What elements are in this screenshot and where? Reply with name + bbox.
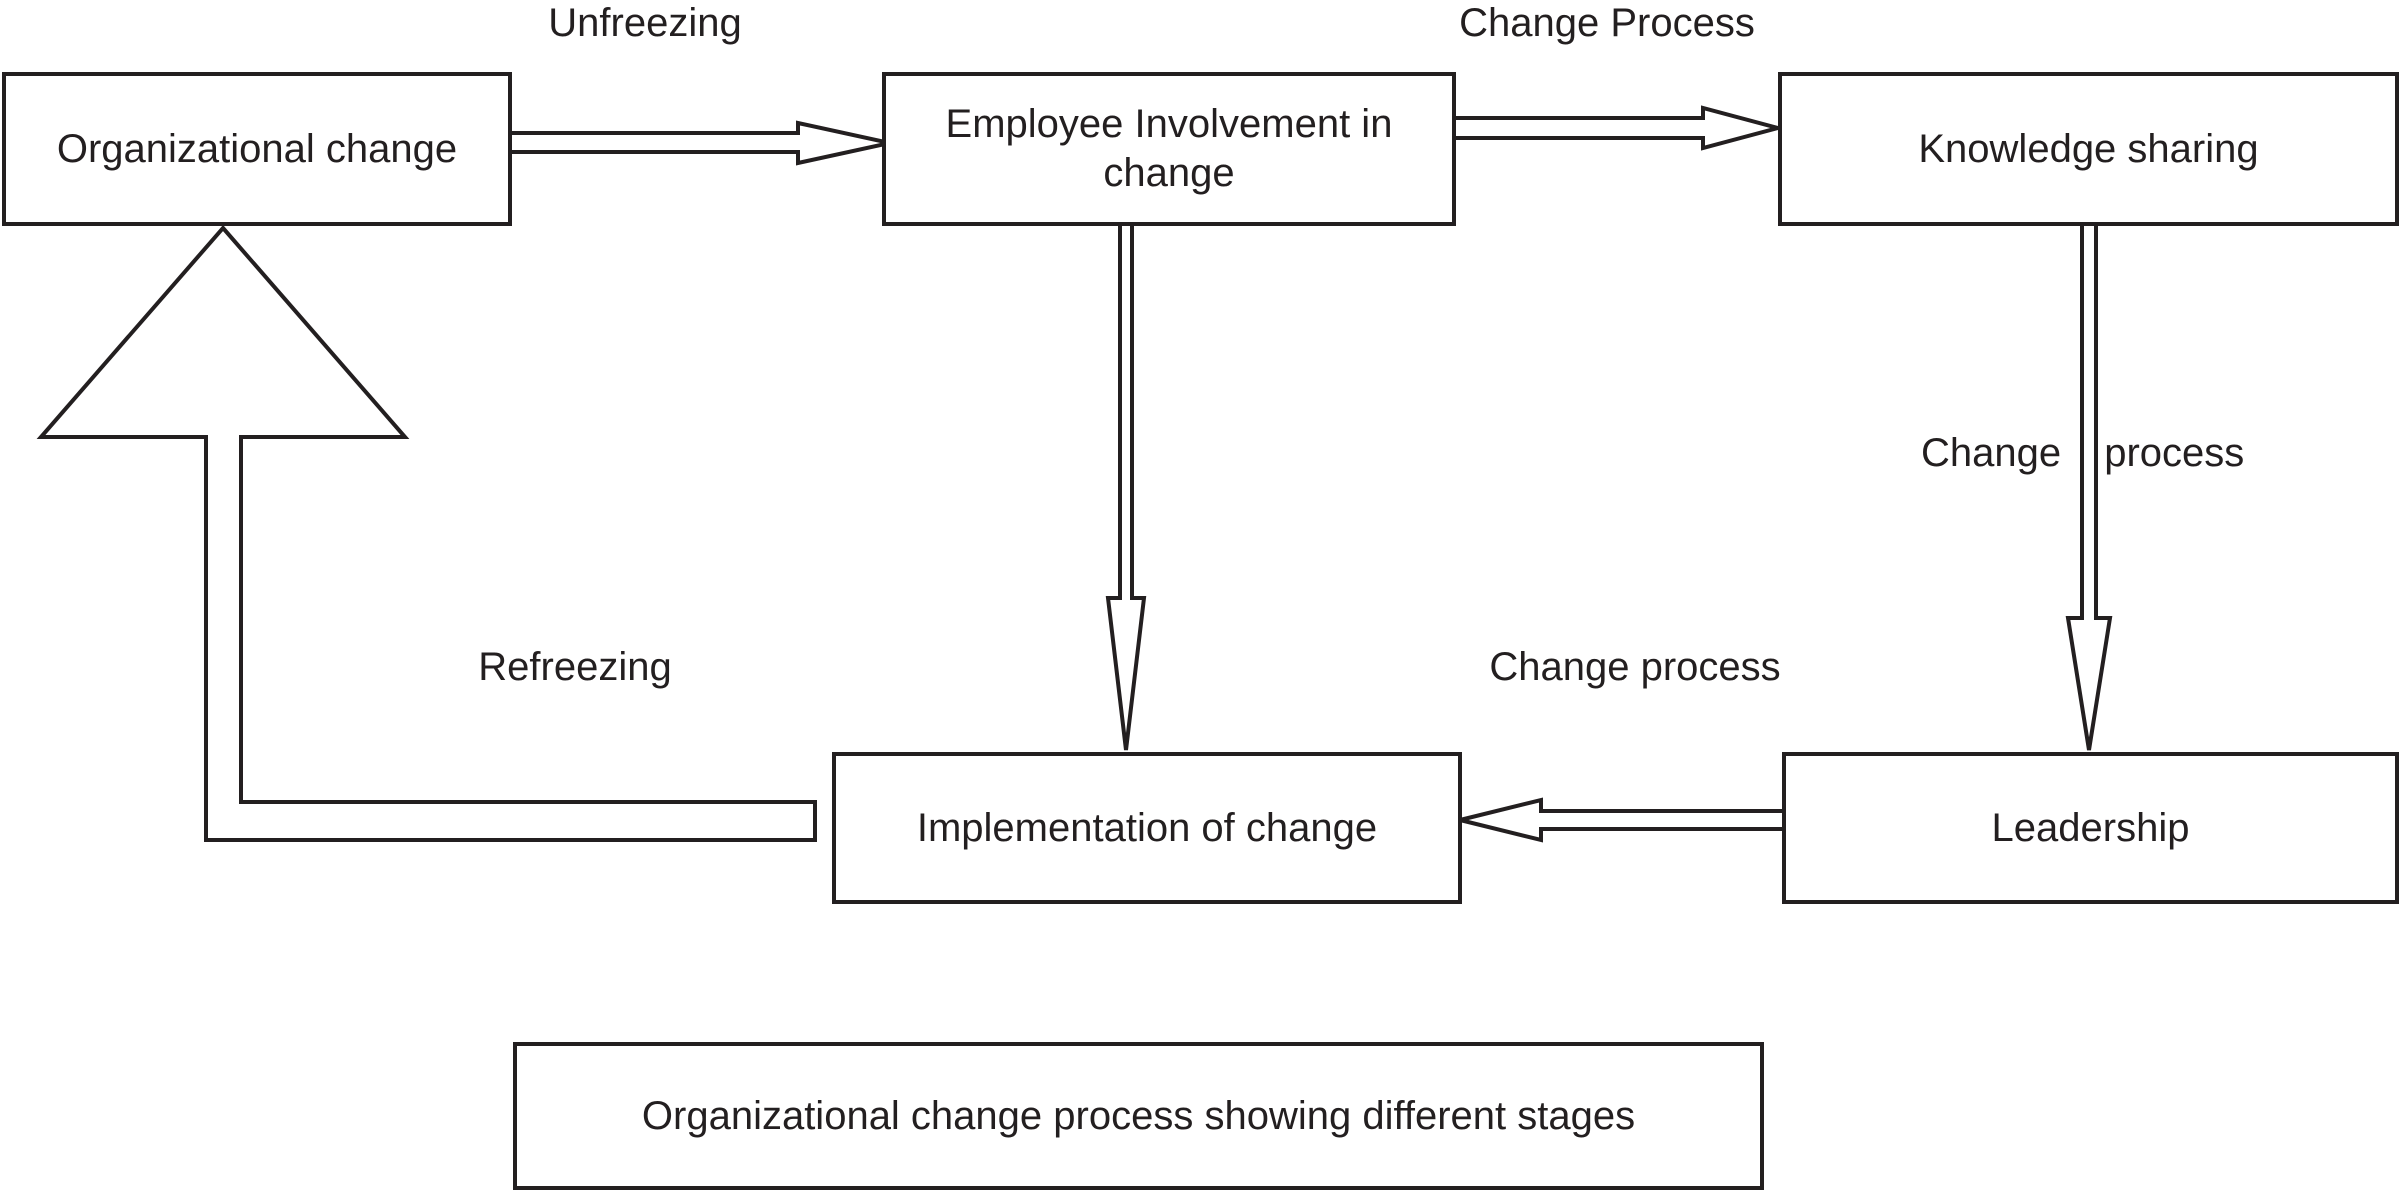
arrow-refreezing-loop [36,224,817,842]
node-label: Leadership [1991,805,2190,850]
node-leadership: Leadership [1782,752,2399,904]
edge-label-change-process-mid: Change process [1489,645,1781,689]
arrow-knowledge-to-leadership [2065,226,2113,751]
arrow-unfreezing [512,120,891,166]
edge-label-change-process-right: Change process [1921,431,2245,475]
node-organizational-change: Organizational change [2,72,512,226]
caption-box: Organizational change process showing di… [513,1042,1764,1190]
edge-label-unfreezing: Unfreezing [548,1,742,45]
node-implementation-of-change: Implementation of change [832,752,1462,904]
arrow-change-process-top [1456,105,1786,151]
node-label: Knowledge sharing [1918,126,2259,171]
caption-text: Organizational change process showing di… [641,1093,1636,1138]
node-label: Implementation of change [916,805,1378,850]
node-knowledge-sharing: Knowledge sharing [1778,72,2399,226]
arrow-employee-to-implementation [1105,226,1147,751]
node-label: Employee Involvement in change [945,102,1393,195]
arrow-leadership-to-implementation [1459,797,1782,843]
node-employee-involvement: Employee Involvement in change [882,72,1456,226]
edge-label-refreezing: Refreezing [478,645,672,689]
edge-label-change-process-top: Change Process [1459,1,1755,45]
node-label: Organizational change [56,126,458,171]
